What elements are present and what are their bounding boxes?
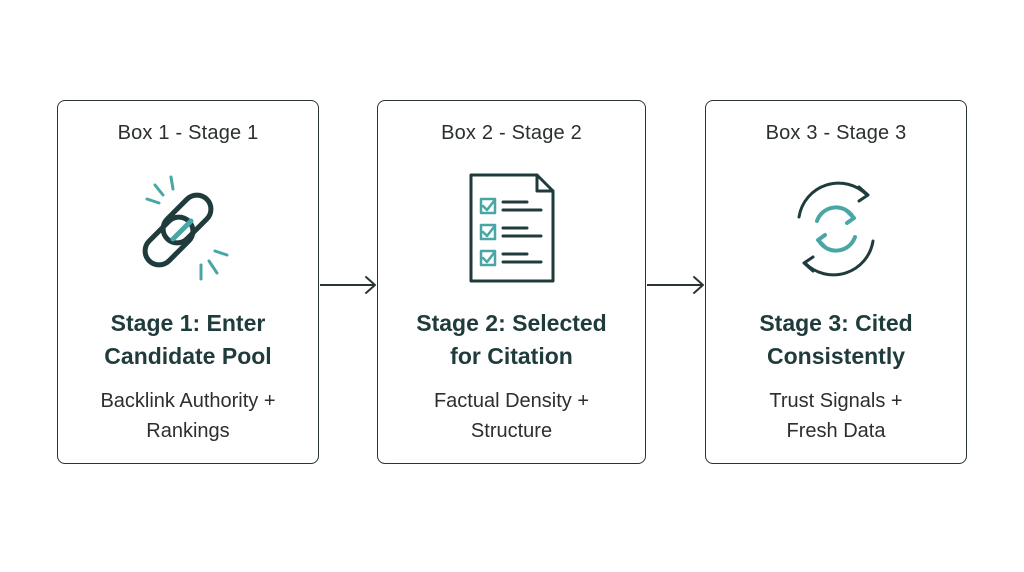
stage-1-heading-line: Candidate Pool <box>104 343 272 369</box>
stage-2-heading-line: Stage 2: Selected <box>416 310 607 336</box>
stage-1-heading-line: Stage 1: Enter <box>110 310 266 336</box>
checklist-document-icon <box>469 173 554 283</box>
stage-3-heading: Stage 3: Cited Consistently <box>706 307 966 373</box>
stage-2-box: Box 2 - Stage 2 Stage 2: Selected for Ci… <box>377 100 646 464</box>
stage-1-caption: Backlink Authority + Rankings <box>58 386 318 446</box>
broken-chain-link-icon <box>142 175 229 281</box>
right-arrow-icon <box>320 276 376 294</box>
stage-2-box-label: Box 2 - Stage 2 <box>441 122 582 144</box>
stage-3-heading-line: Stage 3: Cited <box>759 310 913 336</box>
stage-3-heading-line: Consistently <box>766 343 906 369</box>
right-arrow-icon <box>647 276 704 294</box>
stage-1-caption-line: Rankings <box>146 420 230 442</box>
stage-1-box: Box 1 - Stage 1 Stage 1: Enter Candidate… <box>57 100 319 464</box>
stage-1-caption-line: Backlink Authority + <box>100 390 276 412</box>
stage-2-caption: Factual Density + Structure <box>378 386 645 446</box>
stage-2-heading-line: for Citation <box>450 343 573 369</box>
stage-2-caption-line: Structure <box>470 420 553 442</box>
stage-1-box-label: Box 1 - Stage 1 <box>117 122 259 144</box>
stage-3-box: Box 3 - Stage 3 Stage 3: Cited Consisten… <box>705 100 967 464</box>
stage-3-caption-line: Trust Signals + <box>769 390 903 412</box>
stage-1-heading: Stage 1: Enter Candidate Pool <box>58 307 318 373</box>
stage-3-caption-line: Fresh Data <box>786 420 886 442</box>
stage-3-box-label: Box 3 - Stage 3 <box>765 122 907 144</box>
stage-2-caption-line: Factual Density + <box>433 390 590 412</box>
stage-2-heading: Stage 2: Selected for Citation <box>378 307 645 373</box>
refresh-cycle-icon <box>797 181 875 277</box>
stage-3-caption: Trust Signals + Fresh Data <box>706 386 966 446</box>
